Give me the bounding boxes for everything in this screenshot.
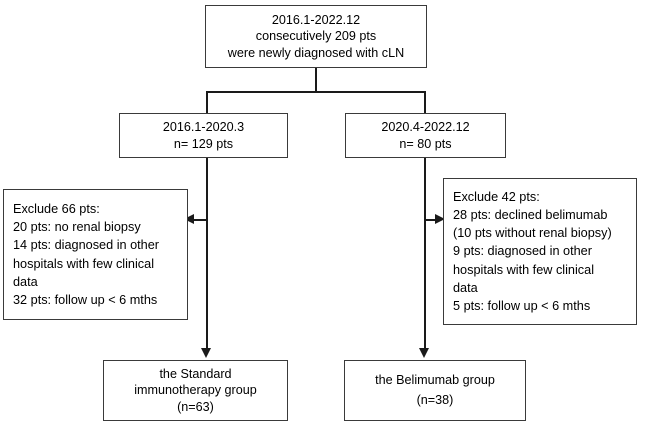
node-cohort-total[interactable]: 2016.1-2022.12 consecutively 209 pts wer… [205, 5, 427, 68]
node-exclusion-right-line-5: hospitals with few clinical [453, 262, 595, 277]
connector-to-exclusion-right [425, 219, 437, 221]
node-period-left-line-2: n= 129 pts [173, 136, 234, 151]
connector-period-left-to-group-left [206, 158, 208, 350]
node-period-left[interactable]: 2016.1-2020.3 n= 129 pts [119, 113, 288, 158]
node-exclusion-right-line-1: Exclude 42 pts: [453, 189, 540, 204]
node-exclusion-left-line-5: data [13, 274, 38, 289]
connector-split-to-period-right [424, 91, 426, 114]
node-exclusion-left-line-3: 14 pts: diagnosed in other [13, 238, 160, 253]
node-exclusion-right-line-2: 28 pts: declined belimumab [453, 207, 608, 222]
node-exclusion-left-line-2: 20 pts: no renal biopsy [13, 219, 141, 234]
node-period-right-line-2: n= 80 pts [399, 136, 452, 151]
connector-split-bar [206, 91, 426, 93]
node-group-left-line-2: immunotherapy group [134, 383, 257, 398]
connector-period-right-to-group-right [424, 158, 426, 350]
node-cohort-total-line-1: 2016.1-2022.12 [271, 12, 361, 27]
connector-to-exclusion-left [192, 219, 207, 221]
node-group-right-line-1: the Belimumab group [375, 372, 495, 387]
node-exclusion-left-line-4: hospitals with few clinical [13, 256, 155, 271]
node-period-left-line-1: 2016.1-2020.3 [162, 120, 245, 135]
node-group-left-line-3: (n=63) [177, 399, 214, 414]
arrowhead-exclusion-left [184, 214, 194, 225]
arrowhead-group-left [201, 348, 212, 358]
node-group-standard-immunotherapy[interactable]: the Standard immunotherapy group (n=63) [103, 360, 288, 421]
node-cohort-total-line-2: consecutively 209 pts [255, 29, 377, 44]
arrowhead-exclusion-right [435, 214, 445, 225]
node-group-belimumab[interactable]: the Belimumab group (n=38) [344, 360, 526, 421]
arrowhead-group-right [419, 348, 430, 358]
node-period-right[interactable]: 2020.4-2022.12 n= 80 pts [345, 113, 506, 158]
node-exclusion-left[interactable]: Exclude 66 pts: 20 pts: no renal biopsy … [3, 189, 188, 320]
node-exclusion-right-line-6: data [453, 280, 478, 295]
node-exclusion-left-line-1: Exclude 66 pts: [13, 201, 100, 216]
node-period-right-line-1: 2020.4-2022.12 [381, 120, 470, 135]
node-exclusion-right[interactable]: Exclude 42 pts: 28 pts: declined belimum… [443, 178, 637, 325]
connector-split-to-period-left [206, 91, 208, 114]
node-group-right-line-2: (n=38) [416, 392, 454, 407]
node-cohort-total-line-3: were newly diagnosed with cLN [227, 45, 405, 60]
node-exclusion-right-line-3: (10 pts without renal biopsy) [453, 226, 612, 241]
connector-root-to-split [315, 68, 317, 92]
node-exclusion-left-line-6: 32 pts: follow up < 6 mths [13, 293, 158, 308]
node-exclusion-right-line-4: 9 pts: diagnosed in other [453, 244, 592, 259]
node-exclusion-right-line-7: 5 pts: follow up < 6 mths [453, 299, 591, 314]
node-group-left-line-1: the Standard [159, 366, 232, 381]
